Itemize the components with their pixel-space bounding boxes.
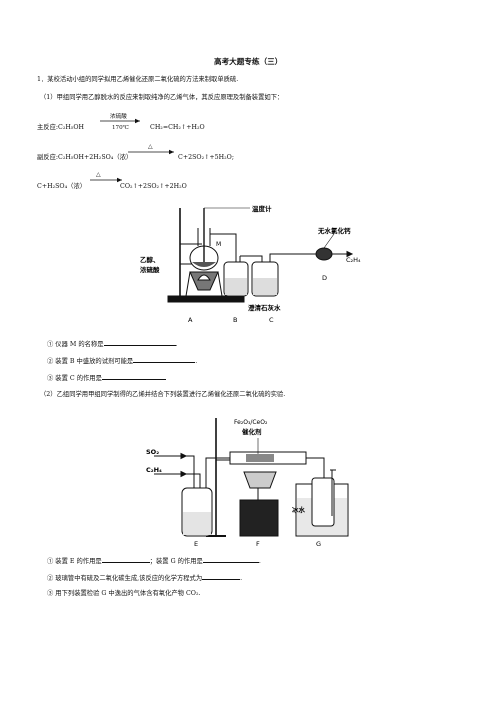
side-reaction-1-condition: △ <box>148 143 153 150</box>
answer-blank-2[interactable] <box>133 356 196 363</box>
reagent-label-2: 浓硫酸 <box>140 265 160 274</box>
q1-item-2-end: . <box>195 358 198 365</box>
desiccant-label: 无水氯化钙 <box>317 226 351 235</box>
main-reaction-product: CH₂=CH₂↑+H₂O <box>150 124 205 131</box>
answer-blank-1[interactable] <box>103 339 176 346</box>
main-reaction-reactant: 主反应:C₂H₅OH <box>37 124 85 131</box>
label-a: A <box>188 316 193 324</box>
label-c: C <box>269 316 274 324</box>
answer-blank-5[interactable] <box>202 556 259 563</box>
q2-item-2-text: ② 玻璃管中有硫及二氧化碳生成,该反应的化学方程式为 <box>47 575 203 582</box>
main-reaction-condition-top: 浓硫酸 <box>110 114 127 120</box>
q2-item-1: ① 装置 E 的作用是 ；装置 G 的作用是. <box>47 556 261 566</box>
q2-item-1-text-a: ① 装置 E 的作用是 <box>47 558 102 565</box>
question-1-intro: 1．某校活动小组的同学拟用乙烯催化还原二氧化硫的方法来制取单质硫. <box>37 76 239 83</box>
question-1-part-1: （1）甲组同学用乙醇脱水的反应来制取纯净的乙烯气体，其反应原理及制备装置如下： <box>40 94 284 101</box>
q1-item-3: ③ 装置 C 的作用是 <box>47 373 166 383</box>
label-d: D <box>322 274 327 282</box>
answer-blank-3[interactable] <box>101 373 166 380</box>
label-f: F <box>256 540 260 548</box>
q1-item-1: ① 仪器 M 的名称是. <box>47 339 178 349</box>
q1-item-1-end: . <box>175 341 178 348</box>
label-g: G <box>316 540 321 548</box>
q1-item-3-text: ③ 装置 C 的作用是 <box>47 375 102 382</box>
so2-inlet-label: SO₂ <box>146 448 159 456</box>
side-reaction-1-product: C+2SO₂↑+5H₂O; <box>178 154 234 161</box>
q2-item-1-text-b: ；装置 G 的作用是 <box>149 558 203 565</box>
q2-item-2: ② 玻璃管中有硫及二氧化碳生成,该反应的化学方程式为. <box>47 573 242 583</box>
side-reaction-2-condition: △ <box>96 171 101 178</box>
answer-blank-4[interactable] <box>101 556 150 563</box>
q1-item-2: ② 装置 B 中盛放的试剂可能是. <box>47 356 197 366</box>
q2-item-1-end: . <box>258 558 261 565</box>
q2-item-3: ③ 用下列装置检验 G 中逸出的气体含有氧化产物 CO₂. <box>47 590 201 597</box>
apparatus-figure-2: Fe₂O₃/CeO₂ 催化剂 SO₂ C₂H₄ 冰水 E F G <box>146 418 349 548</box>
main-reaction-condition-bottom: 170℃ <box>112 125 129 131</box>
c2h4-inlet-label: C₂H₄ <box>146 466 162 474</box>
answer-blank-6[interactable] <box>202 573 241 580</box>
side-reaction-2-reactant: C+H₂SO₄（浓） <box>37 183 87 190</box>
side-reaction-1-reactant: 副反应:C₂H₅OH+2H₂SO₄（浓） <box>37 154 133 161</box>
side-reaction-2-product: CO₂↑+2SO₂↑+2H₂O <box>120 183 187 190</box>
limewater-label: 澄清石灰水 <box>248 303 281 312</box>
page-title: 高考大题专练（三） <box>214 57 283 66</box>
q1-item-1-text: ① 仪器 M 的名称是 <box>47 341 104 348</box>
flask-m-label: M <box>216 241 221 248</box>
question-1-part-2: （2）乙组同学用甲组同学制得的乙烯并结合下列装置进行乙烯催化还原二氧化硫的实验. <box>40 391 286 398</box>
q1-item-2-text: ② 装置 B 中盛放的试剂可能是 <box>47 358 134 365</box>
side-reaction-1-arrow <box>128 149 174 155</box>
label-e: E <box>194 540 198 548</box>
reagent-label-1: 乙醇、 <box>140 255 160 264</box>
catalyst-label: 催化剂 <box>242 427 262 436</box>
label-b: B <box>233 316 237 324</box>
apparatus-figure-1: 温度计 乙醇、 浓硫酸 M 无水氯化钙 澄清石灰水 C₂H₄ A B C D <box>140 204 361 324</box>
q2-item-2-end: . <box>240 575 243 582</box>
ice-water-label: 冰水 <box>292 505 306 514</box>
side-reaction-2-arrow <box>90 177 122 183</box>
thermometer-label: 温度计 <box>252 204 272 213</box>
c2h4-product-label: C₂H₄ <box>346 256 361 264</box>
catalyst-formula-label: Fe₂O₃/CeO₂ <box>234 419 268 426</box>
main-reaction-arrow <box>100 118 140 124</box>
